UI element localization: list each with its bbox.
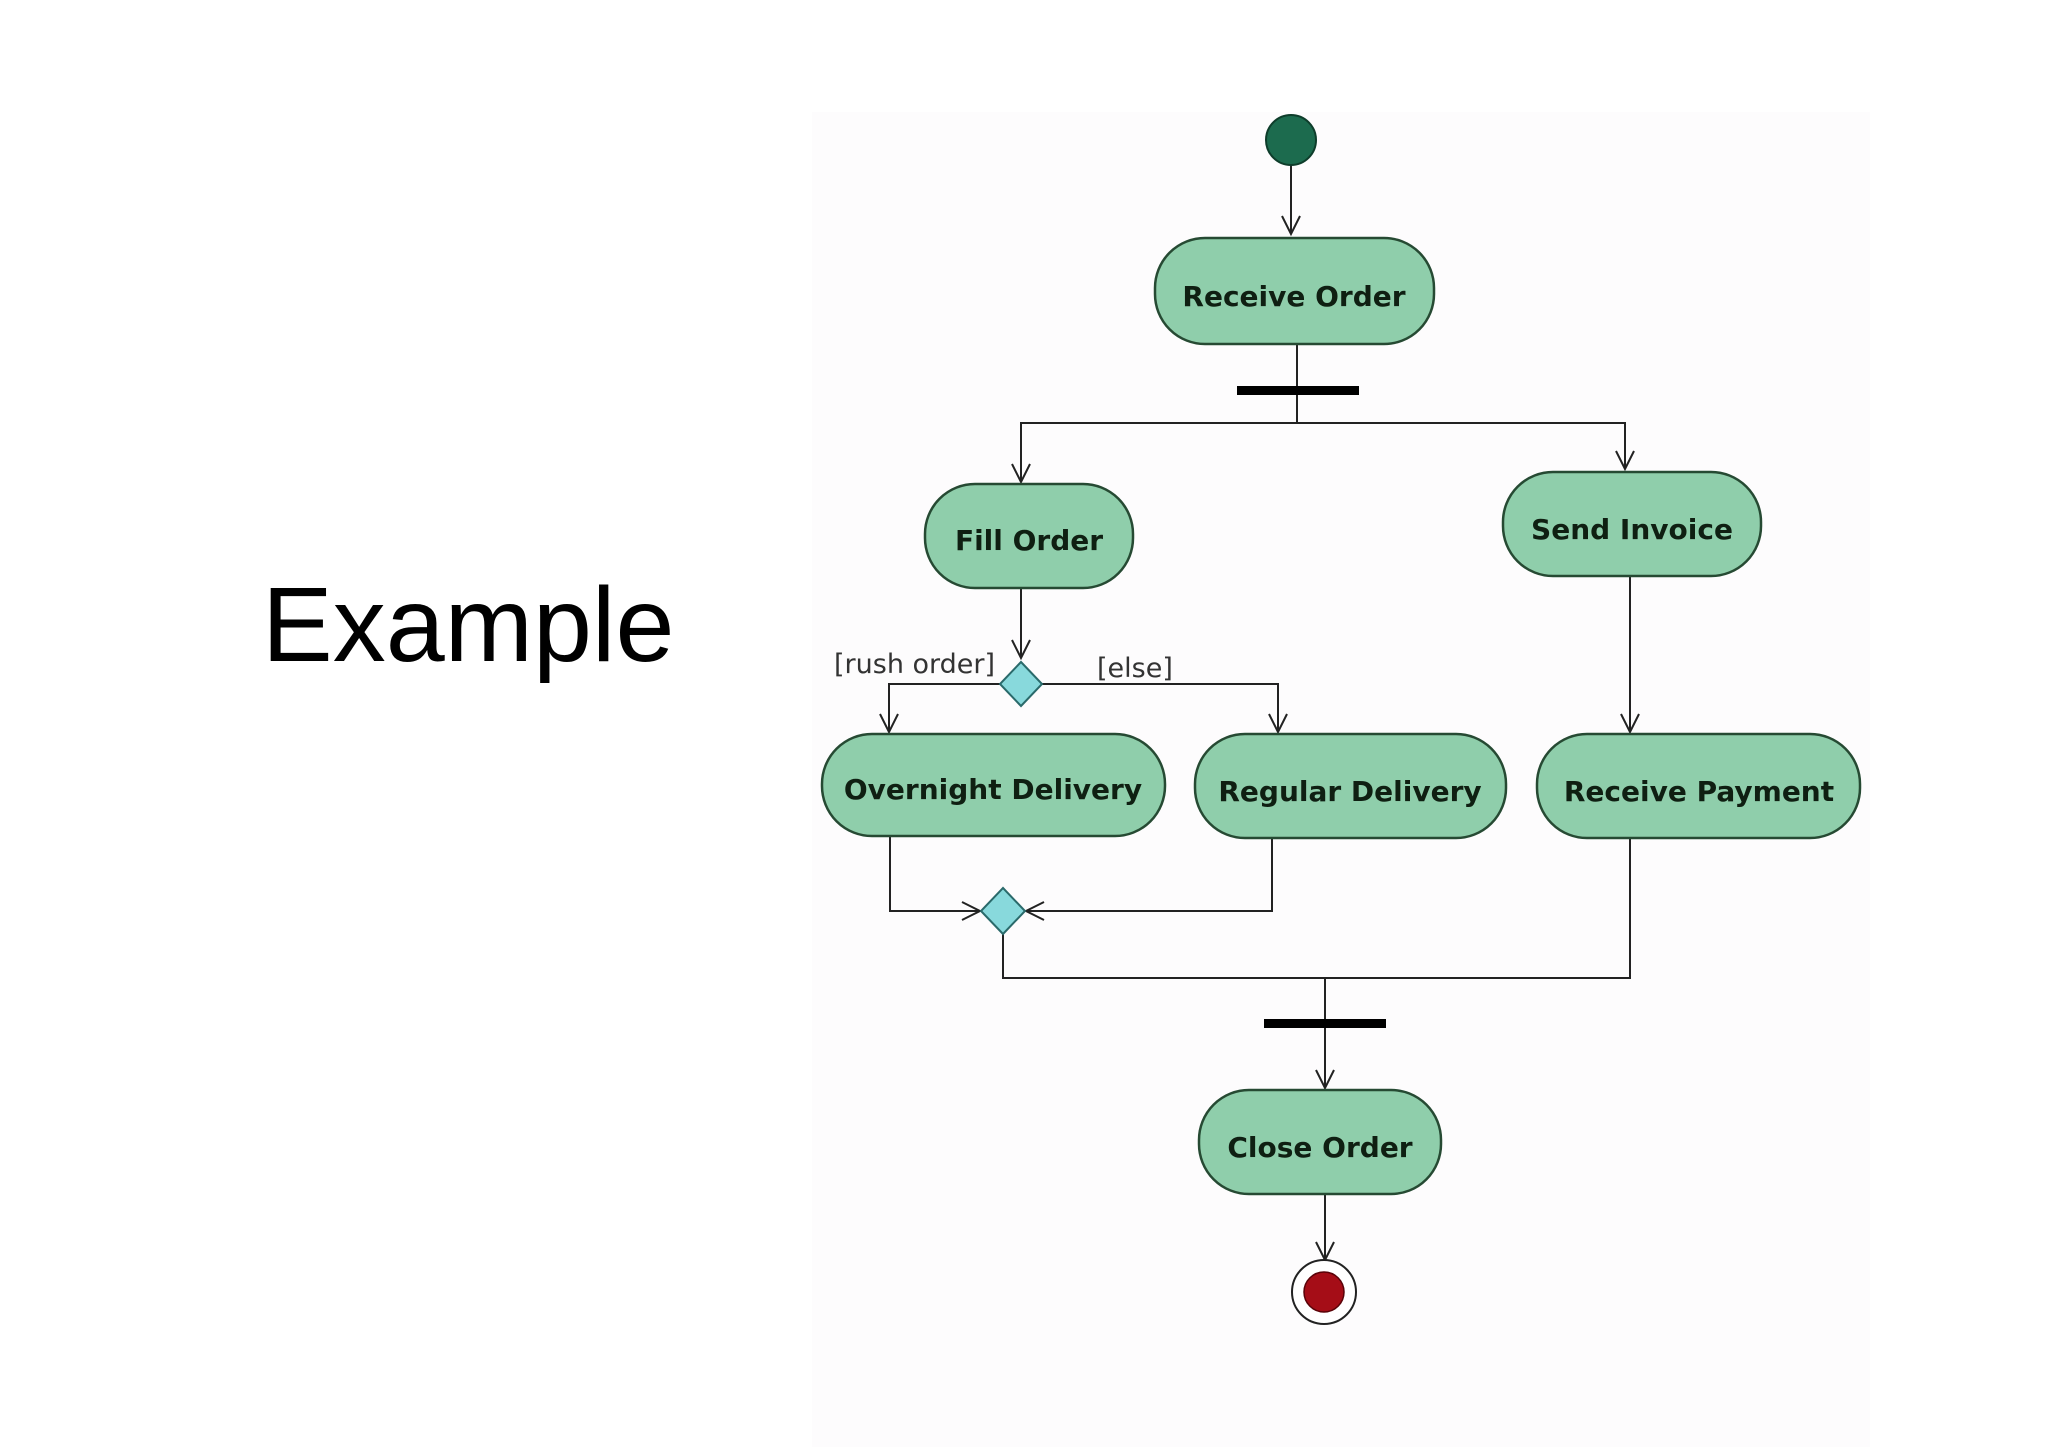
guard-else: [else] [1097, 653, 1173, 684]
edge-fork-to-send-invoice [1297, 422, 1635, 472]
label-send-invoice: Send Invoice [1531, 513, 1733, 546]
action-send-invoice: Send Invoice [1501, 470, 1763, 578]
fork-bar [1237, 386, 1359, 395]
edge-decision-to-overnight [879, 683, 1000, 735]
label-receive-payment: Receive Payment [1564, 775, 1834, 808]
action-fill-order: Fill Order [923, 482, 1135, 590]
join-bar [1264, 1019, 1386, 1028]
action-close-order: Close Order [1197, 1088, 1443, 1196]
final-node [1291, 1259, 1357, 1325]
action-overnight-delivery: Overnight Delivery [820, 732, 1167, 838]
edge-regular-to-merge [1023, 838, 1273, 921]
edge-merge-to-join [1002, 838, 1631, 979]
edge-decision-to-regular [1042, 683, 1288, 735]
label-close-order: Close Order [1227, 1131, 1412, 1164]
action-receive-payment: Receive Payment [1535, 732, 1862, 840]
label-regular-delivery: Regular Delivery [1218, 775, 1481, 808]
slide-title: Example [262, 566, 675, 684]
edge-overnight-to-merge [889, 836, 983, 921]
guard-rush-order: [rush order] [834, 649, 995, 680]
merge-diamond [979, 886, 1027, 936]
label-receive-order: Receive Order [1182, 280, 1405, 313]
action-regular-delivery: Regular Delivery [1193, 732, 1508, 840]
decision-diamond [998, 660, 1044, 708]
edge-fork-to-fill-order [1011, 422, 1297, 485]
initial-node [1265, 114, 1317, 166]
label-fill-order: Fill Order [955, 524, 1103, 557]
action-receive-order: Receive Order [1153, 236, 1436, 346]
label-overnight-delivery: Overnight Delivery [844, 773, 1142, 806]
edges [879, 160, 1640, 1263]
